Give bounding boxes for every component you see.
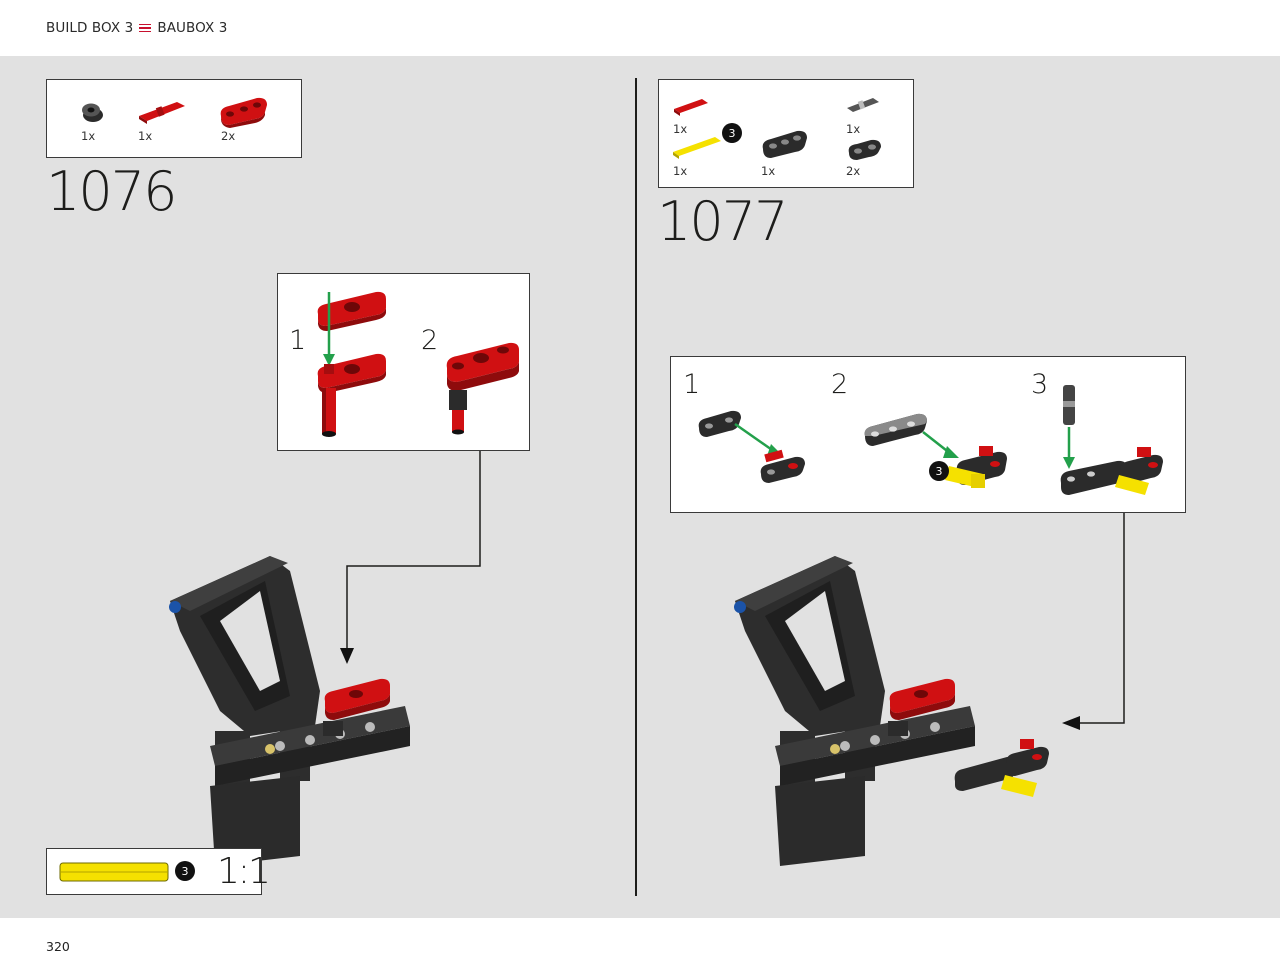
model-illustration-1076 (169, 556, 410, 866)
yellow-axle-scale-icon (59, 862, 169, 882)
substep-number: 2 (421, 325, 439, 356)
part-black-liftarm-3-icon (762, 130, 807, 158)
scale-box: 3 1:1 (46, 848, 271, 895)
part-qty: 2x (221, 129, 236, 143)
header-right-label: BAUBOX 3 (157, 20, 228, 36)
part-qty: 1x (81, 129, 96, 143)
substep2-assembly-illustration (864, 413, 1007, 488)
page-header: BUILD BOX 3 BAUBOX 3 (0, 0, 1280, 56)
header-left-label: BUILD BOX 3 (46, 20, 134, 36)
substep-number: 1 (683, 369, 701, 400)
part-qty: 1x (846, 122, 861, 136)
page-divider (635, 78, 637, 896)
part-black-liftarm-2-icon (848, 139, 881, 160)
part-black-bush-icon (82, 103, 103, 122)
part-qty: 1x (138, 129, 153, 143)
part-length-badge: 3 (722, 123, 742, 143)
page-footer: 320 (0, 918, 1280, 974)
part-red-axle-connector-icon (674, 99, 708, 116)
substep-number: 3 (1031, 369, 1049, 400)
scale-badge: 3 (175, 861, 195, 881)
subassembly-callout-1076: 1 2 (277, 273, 530, 451)
parts-list-1076: 1x 1x 2x (46, 79, 302, 158)
part-qty: 1x (673, 164, 688, 178)
part-grey-pin-icon (847, 98, 879, 112)
part-qty: 1x (761, 164, 776, 178)
scale-label: 1:1 (217, 851, 271, 892)
substep-number: 1 (289, 325, 307, 356)
step-number-1076: 1076 (46, 160, 177, 223)
substep3-assembly-illustration (1060, 385, 1163, 495)
subassembly-callout-1077: 1 2 3 3 (670, 356, 1186, 513)
part-yellow-axle-icon (673, 137, 721, 159)
parts-list-1077: 1x 3 1x 1x 1x 2x (658, 79, 914, 188)
substep2-assembly-illustration (446, 342, 519, 435)
page-number: 320 (46, 939, 70, 954)
part-qty: 1x (673, 122, 688, 136)
part-qty: 2x (846, 164, 861, 178)
step-number-1077: 1077 (657, 190, 788, 253)
length-badge: 3 (929, 461, 949, 481)
header-title: BUILD BOX 3 BAUBOX 3 (46, 20, 227, 36)
part-red-axle-pin-icon (139, 102, 185, 124)
instruction-page: 1x 1x 2x 1076 1 2 (0, 56, 1280, 918)
substep1-assembly-illustration (317, 291, 386, 437)
part-red-liftarm-icon (220, 97, 267, 128)
substep-number: 2 (831, 369, 849, 400)
menu-icon (139, 23, 152, 33)
model-illustration-1077 (734, 556, 1049, 866)
substep1-assembly-illustration (698, 410, 805, 483)
